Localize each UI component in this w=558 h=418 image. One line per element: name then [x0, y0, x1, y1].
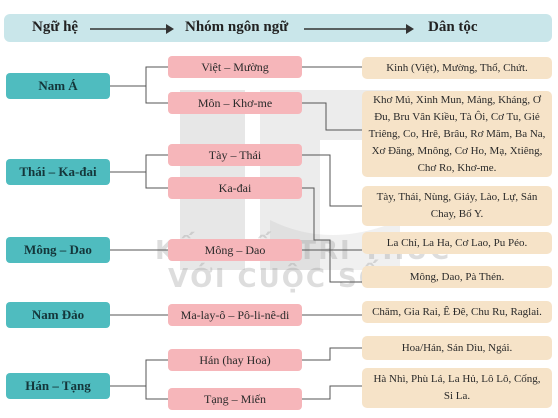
ethnicity-list-malayo-polynesian: Chăm, Gia Rai, Ê Đê, Chu Ru, Raglai.: [362, 301, 552, 323]
family-thai-ka-dai: Thái – Ka-đai: [6, 159, 110, 185]
header-dan-toc: Dân tộc: [428, 19, 478, 35]
header-nhom-ngon-ngu: Nhóm ngôn ngữ: [185, 19, 289, 35]
group-malayo-polynesian: Ma-lay-ô – Pô-li-nê-di: [168, 304, 302, 326]
ethnicity-list-han: Hoa/Hán, Sán Dìu, Ngái.: [362, 336, 552, 360]
ethnicity-list-viet-muong: Kinh (Việt), Mường, Thổ, Chứt.: [362, 57, 552, 79]
family-nam-dao: Nam Đảo: [6, 302, 110, 328]
header-arrow-icon: [304, 24, 414, 34]
family-nam-a: Nam Á: [6, 73, 110, 99]
header-arrow-icon: [90, 24, 174, 34]
family-han-tang: Hán – Tạng: [6, 373, 110, 399]
group-ka-dai: Ka-đai: [168, 177, 302, 199]
group-mon-kho-me: Môn – Khơ-me: [168, 92, 302, 114]
header-ngu-he: Ngữ hệ: [32, 19, 79, 35]
group-mong-dao: Mông – Dao: [168, 239, 302, 261]
group-tay-thai: Tày – Thái: [168, 144, 302, 166]
ethnicity-list-mong-dao: Mông, Dao, Pà Thẻn.: [362, 266, 552, 288]
group-han: Hán (hay Hoa): [168, 349, 302, 371]
header-bar: [4, 14, 552, 42]
family-mong-dao: Mông – Dao: [6, 237, 110, 263]
ethnicity-list-ka-dai: La Chí, La Ha, Cơ Lao, Pu Péo.: [362, 232, 552, 254]
group-viet-muong: Việt – Mường: [168, 56, 302, 78]
ethnicity-list-tay-thai: Tày, Thái, Nùng, Giáy, Lào, Lự, Sán Chay…: [362, 186, 552, 226]
group-tang-mien: Tạng – Miến: [168, 388, 302, 410]
ethnicity-list-mon-kho-me: Khơ Mú, Xinh Mun, Mảng, Kháng, Ơ Đu, Bru…: [362, 91, 552, 177]
ethnicity-list-tang-mien: Hà Nhì, Phù Lá, La Hủ, Lô Lô, Cống, Si L…: [362, 368, 552, 408]
